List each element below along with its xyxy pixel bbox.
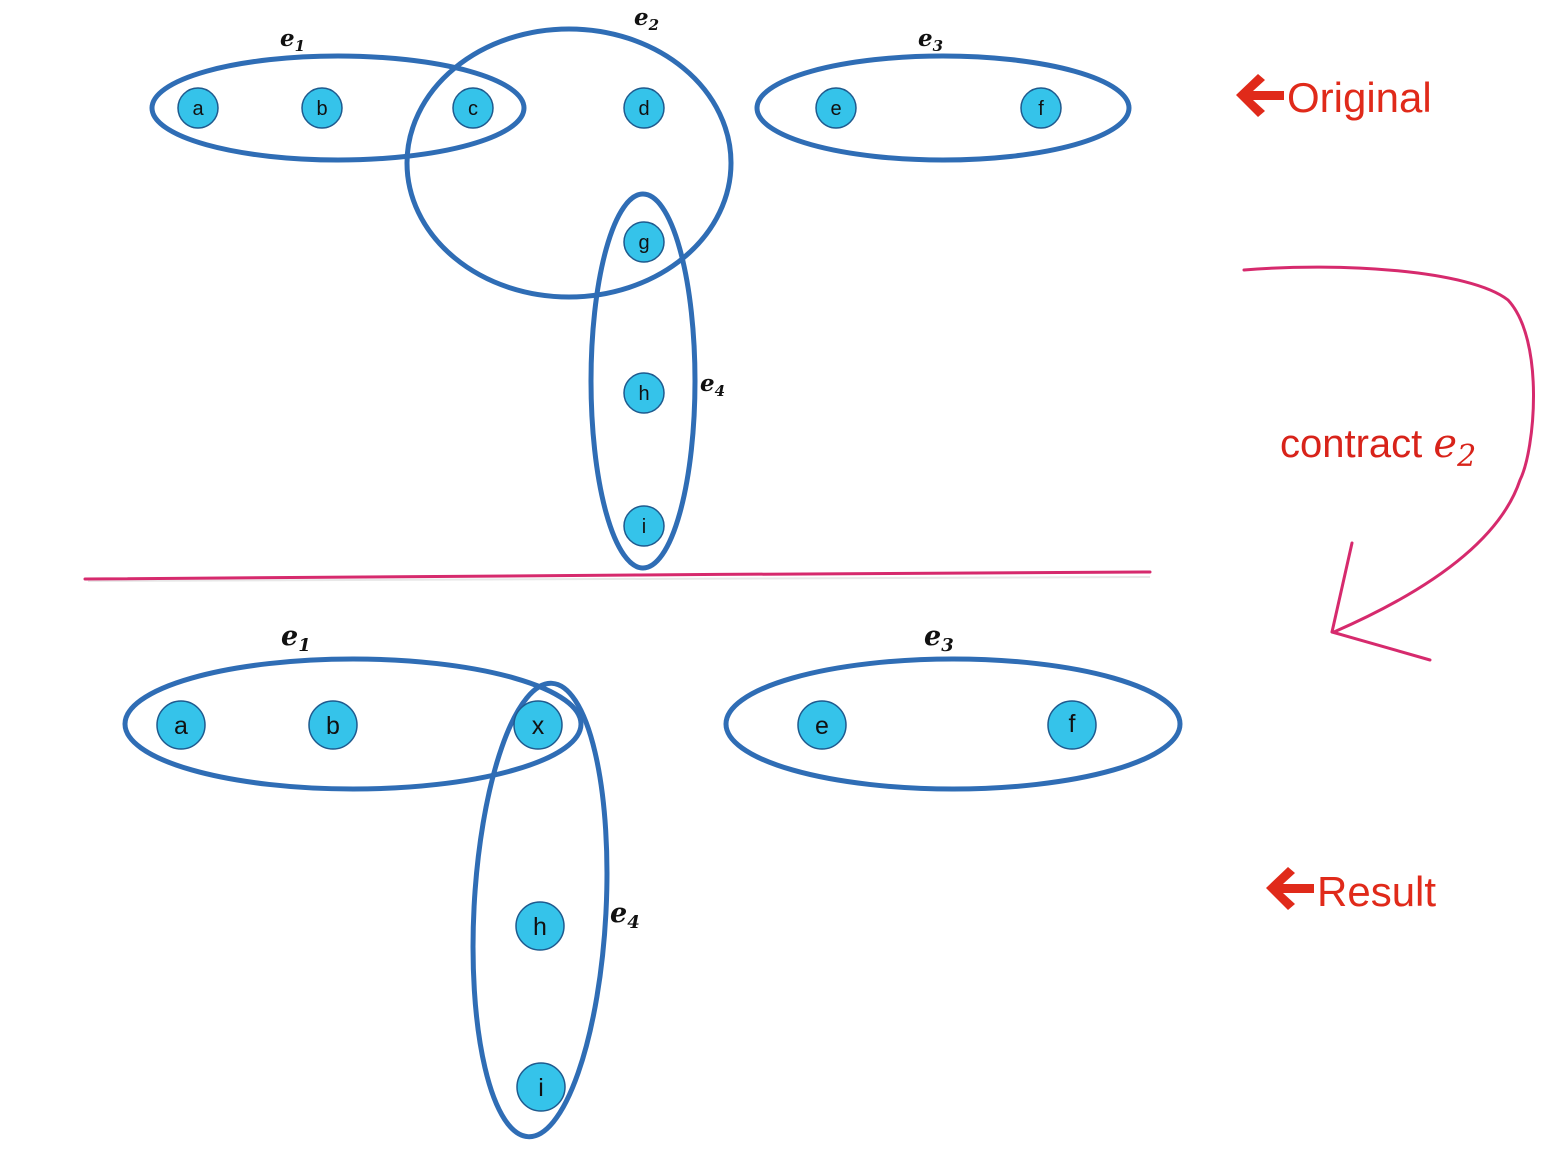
result-hyperedge-e3: [723, 656, 1183, 792]
original-hypergraph: e1 e2 e3 e4 a b c d e f g h i: [149, 4, 1132, 571]
result-edge-label-e3: e3: [924, 621, 954, 656]
left-arrow-icon: [1266, 867, 1314, 910]
contract-arrow-curve: [1242, 265, 1535, 634]
svg-text:c: c: [468, 98, 478, 120]
svg-text:e: e: [830, 98, 841, 120]
result-hyperedge-e1: [122, 656, 584, 792]
left-arrow-icon: [1236, 74, 1284, 117]
original-edge-label-e4: e4: [700, 370, 725, 400]
original-hyperedge-e2: [404, 26, 734, 300]
svg-text:a: a: [192, 98, 204, 120]
original-label: Original: [1287, 74, 1432, 121]
result-hyperedge-e4: [470, 680, 610, 1140]
divider-shadow: [87, 576, 1151, 582]
svg-text:x: x: [532, 712, 545, 740]
result-label: Result: [1317, 868, 1436, 915]
result-node-b: b: [308, 700, 358, 750]
svg-text:d: d: [638, 98, 649, 120]
svg-text:h: h: [533, 913, 547, 941]
original-node-a: a: [177, 87, 219, 129]
original-hyperedge-e3: [754, 53, 1132, 163]
result-annotation: Result: [1266, 867, 1436, 915]
svg-text:i: i: [538, 1074, 544, 1102]
original-hyperedge-e1: [149, 53, 527, 163]
result-edge-label-e4: e4: [610, 898, 640, 933]
original-node-g: g: [623, 221, 665, 263]
svg-text:g: g: [638, 232, 649, 254]
operation-label: contract e2: [1280, 421, 1476, 474]
original-edge-label-e1: e1: [280, 25, 305, 55]
result-node-i: i: [516, 1062, 566, 1112]
divider-line: [83, 570, 1152, 581]
svg-text:b: b: [326, 712, 340, 740]
original-node-d: d: [623, 87, 665, 129]
svg-text:e: e: [815, 712, 829, 740]
original-node-b: b: [301, 87, 343, 129]
original-hyperedge-e4: [588, 191, 698, 571]
result-node-h: h: [515, 901, 565, 951]
original-annotation: Original: [1236, 74, 1432, 121]
original-node-f: f: [1020, 87, 1062, 129]
result-node-f: f: [1047, 700, 1097, 750]
original-edge-label-e3: e3: [918, 25, 943, 55]
result-edge-label-e1: e1: [281, 621, 311, 656]
result-node-a: a: [156, 700, 206, 750]
original-node-h: h: [623, 372, 665, 414]
original-node-c: c: [452, 87, 494, 129]
svg-text:i: i: [642, 516, 646, 538]
result-hypergraph: e1 e3 e4 a b x e f h i: [122, 621, 1183, 1140]
contract-arrow-head-bottom: [1330, 630, 1432, 662]
original-node-e: e: [815, 87, 857, 129]
svg-text:b: b: [316, 98, 327, 120]
contract-arrow-head-left: [1330, 541, 1354, 634]
svg-text:a: a: [174, 712, 188, 740]
original-edge-label-e2: e2: [634, 4, 659, 34]
svg-text:h: h: [638, 383, 649, 405]
result-node-x: x: [513, 700, 563, 750]
svg-text:f: f: [1038, 98, 1044, 120]
result-node-e: e: [797, 700, 847, 750]
svg-text:f: f: [1069, 710, 1076, 738]
contract-arrow: [1242, 265, 1535, 662]
original-node-i: i: [623, 505, 665, 547]
